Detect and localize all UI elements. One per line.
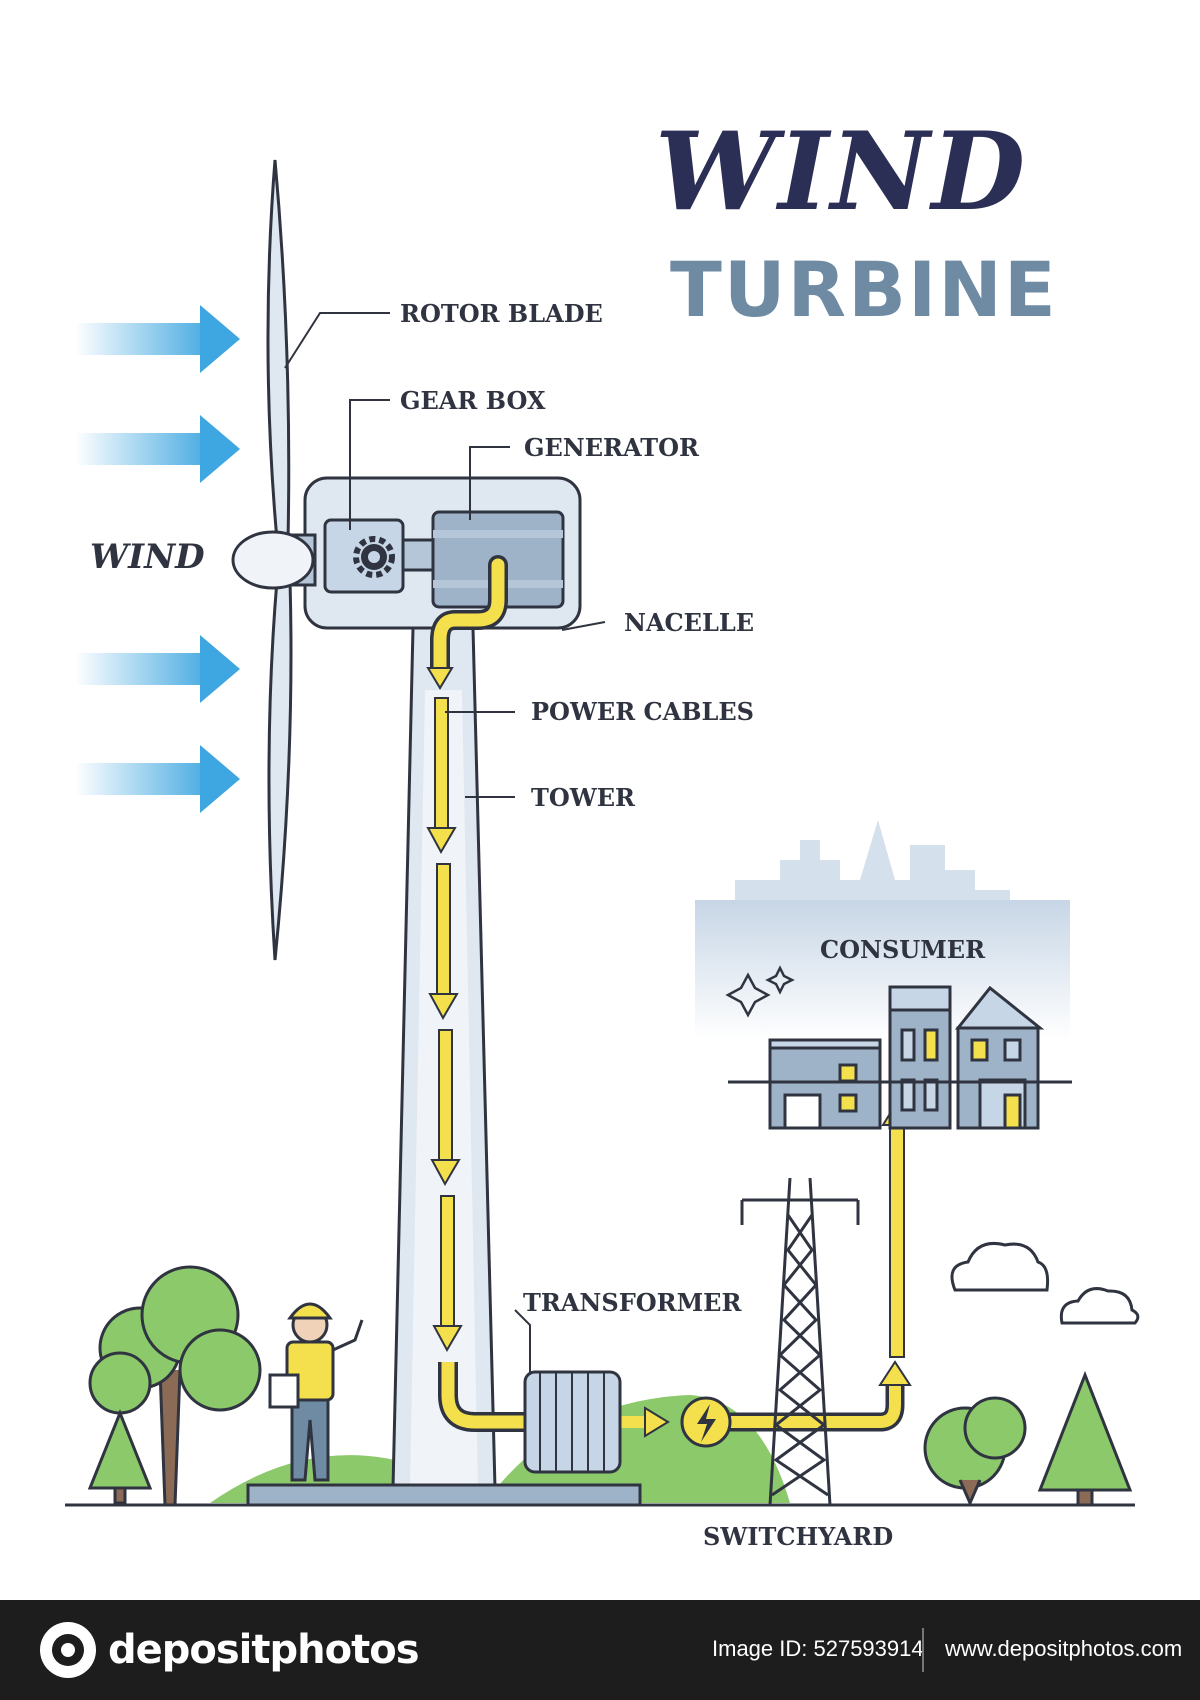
houses	[768, 985, 1045, 1130]
wind-label: WIND	[90, 537, 205, 577]
label-consumer: CONSUMER	[820, 935, 986, 964]
label-transformer: TRANSFORMER	[523, 1288, 742, 1317]
title-line-1: WIND	[655, 109, 1028, 235]
camera-icon	[40, 1622, 96, 1678]
rotor	[231, 159, 315, 961]
power-cable-path	[426, 555, 913, 1438]
image-id: Image ID: 527593914	[712, 1636, 924, 1661]
label-nacelle: NACELLE	[624, 608, 754, 637]
transformer	[523, 1370, 622, 1474]
wind-arrow	[75, 415, 240, 483]
power-pylon	[740, 1177, 860, 1506]
wind-arrow	[75, 745, 240, 813]
pine-tree	[87, 1408, 153, 1505]
title-line-2: TURBINE	[670, 245, 1058, 334]
worker-figure	[268, 1302, 364, 1482]
brand: depositphotos	[40, 1622, 420, 1678]
stock-footer: depositphotos Image ID: 527593914 www.de…	[0, 1600, 1200, 1700]
gear-icon	[353, 536, 395, 578]
wind-arrow	[75, 305, 240, 373]
divider	[922, 1628, 924, 1672]
wind-arrow	[75, 635, 240, 703]
bush	[923, 1396, 1027, 1507]
gear-box	[323, 518, 437, 594]
label-gear-box: GEAR BOX	[400, 386, 546, 415]
label-tower: TOWER	[531, 783, 635, 812]
label-power-cables: POWER CABLES	[531, 697, 755, 726]
label-rotor-blade: ROTOR BLADE	[400, 299, 603, 328]
brand-name: depositphotos	[108, 1627, 420, 1673]
wind-arrows	[75, 305, 240, 813]
pine-tree	[1037, 1370, 1133, 1507]
label-generator: GENERATOR	[524, 433, 699, 462]
label-switchyard: SWITCHYARD	[703, 1522, 894, 1551]
lightning-icon	[680, 1396, 732, 1448]
label-leaders	[284, 312, 606, 1375]
cloud-icon	[950, 1241, 1140, 1325]
sparkle-icon	[725, 965, 795, 1018]
site-url: www.depositphotos.com	[945, 1636, 1183, 1661]
